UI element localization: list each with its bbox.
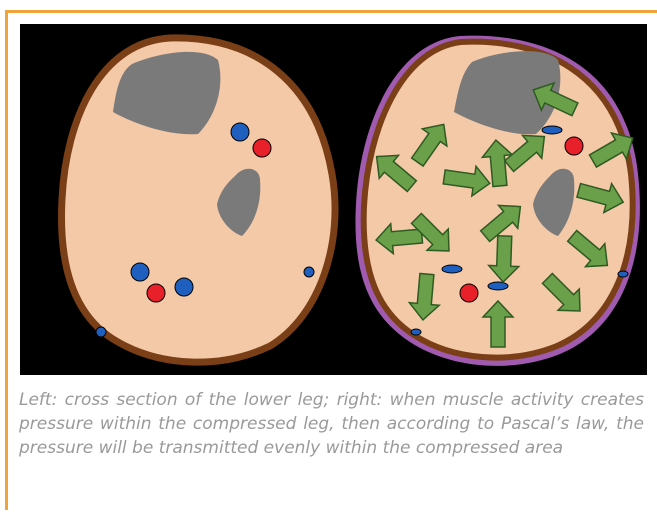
compressed-vein-icon	[488, 282, 508, 290]
artery-icon	[253, 139, 271, 157]
right-leg-cross-section	[355, 36, 640, 366]
compressed-vein-icon	[542, 126, 562, 134]
vein-icon	[96, 327, 106, 337]
figure-caption: Left: cross section of the lower leg; ri…	[19, 388, 644, 460]
compressed-vein-icon	[442, 265, 462, 273]
artery-icon	[147, 284, 165, 302]
vein-icon	[131, 263, 149, 281]
vein-icon	[175, 278, 193, 296]
compressed-vein-icon	[411, 329, 421, 335]
left-leg-cross-section	[61, 38, 335, 362]
leg-cross-section-figure	[20, 24, 647, 375]
vein-icon	[304, 267, 314, 277]
artery-icon	[460, 284, 478, 302]
artery-icon	[565, 137, 583, 155]
compressed-vein-icon	[618, 271, 628, 277]
vein-icon	[231, 123, 249, 141]
